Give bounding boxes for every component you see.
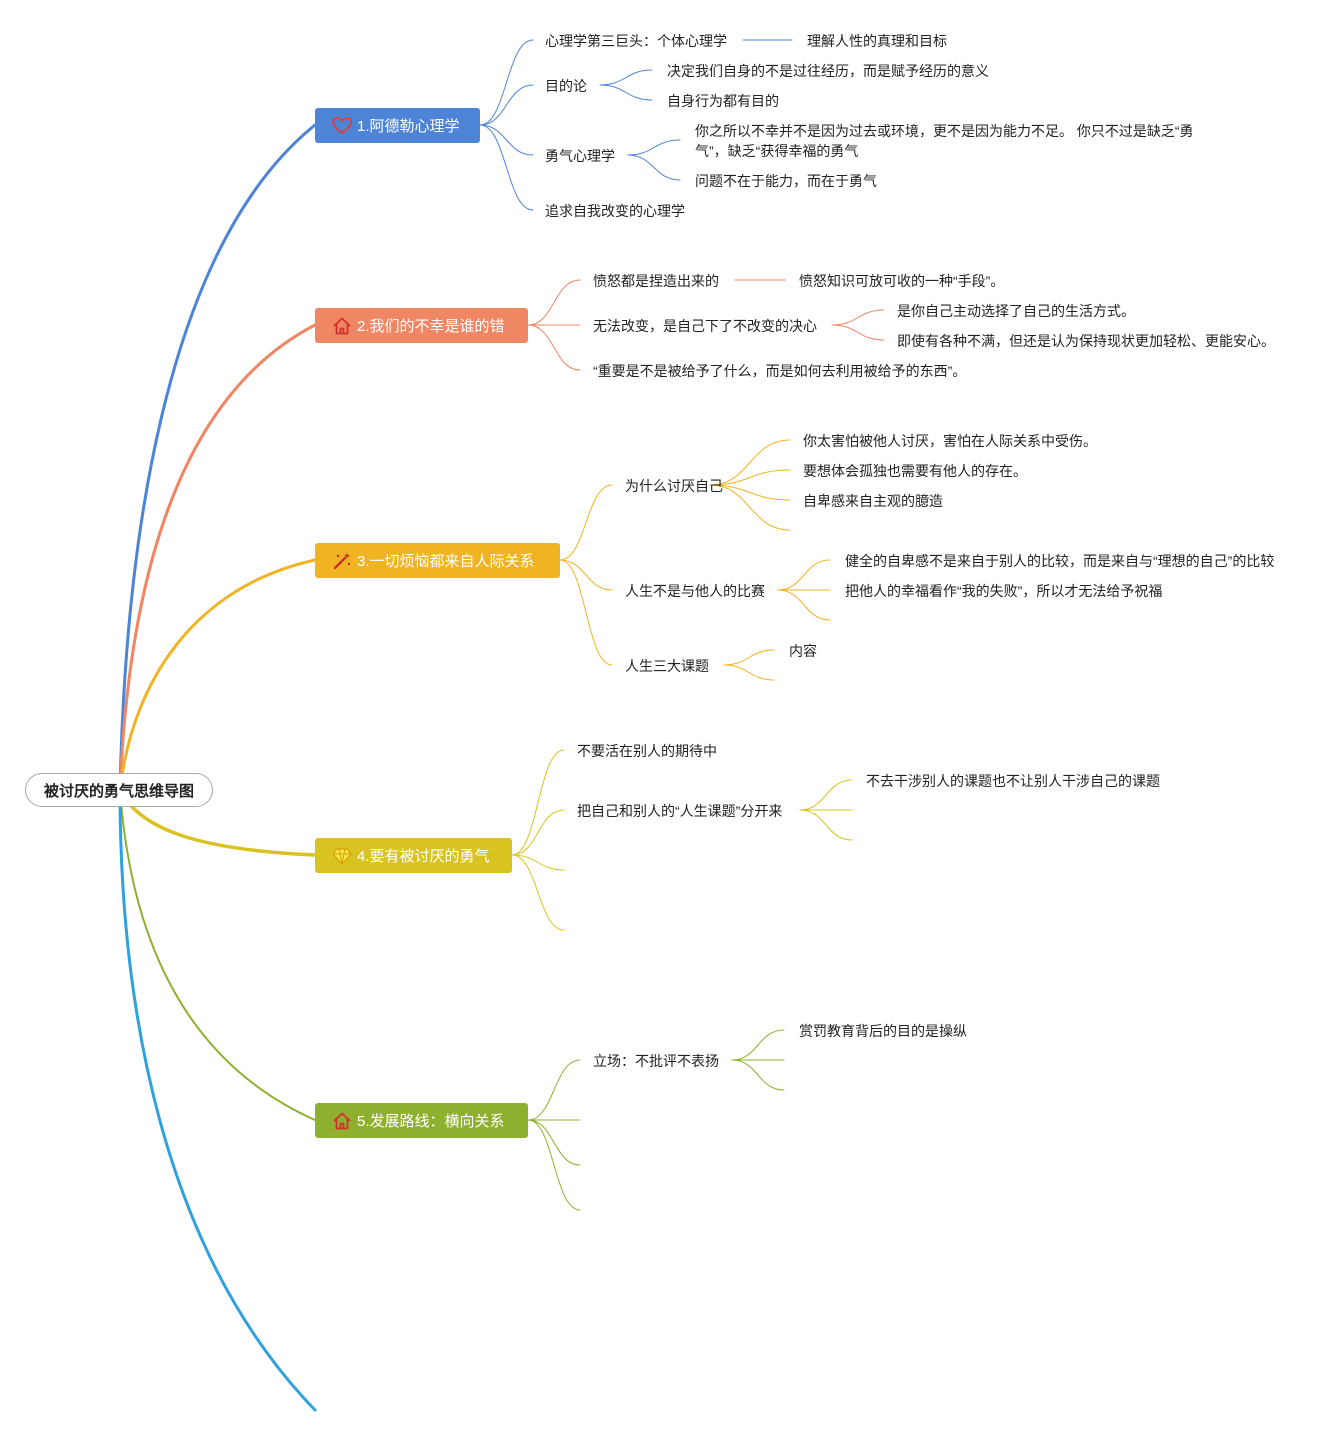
house-icon	[331, 1110, 353, 1132]
leaf-topic[interactable]: 赏罚教育背后的目的是操纵	[799, 1023, 967, 1039]
house-icon	[331, 315, 353, 337]
leaf-topic[interactable]: 是你自己主动选择了自己的生活方式。	[897, 303, 1135, 319]
branch-connector	[479, 124, 534, 156]
branch-connector	[511, 854, 565, 931]
main-topic-1[interactable]: 1.阿德勒心理学	[315, 108, 480, 143]
subtopic[interactable]: 无法改变，是自己下了不改变的决心	[593, 318, 817, 334]
leaf-topic[interactable]: 健全的自卑感不是来自于别人的比较，而是来自与“理想的自己”的比较	[845, 553, 1275, 569]
main-connector-2	[118, 323, 317, 792]
subtopic[interactable]: 把自己和别人的“人生课题”分开来	[577, 803, 783, 819]
leaf-topic[interactable]: 自身行为都有目的	[667, 93, 779, 109]
leaf-topic[interactable]: 把他人的幸福看作“我的失败”，所以才无法给予祝福	[845, 583, 1163, 599]
main-topic-3[interactable]: 3.一切烦恼都来自人际关系	[315, 543, 560, 578]
branch-connector	[731, 1029, 785, 1061]
root-topic[interactable]: 被讨厌的勇气思维导图	[25, 773, 213, 807]
main-topic-5-label: 5.发展路线：横向关系	[357, 1113, 505, 1130]
leaf-topic[interactable]: 你太害怕被他人讨厌，害怕在人际关系中受伤。	[803, 433, 1097, 449]
main-connector-1	[118, 123, 317, 792]
branch-connector	[709, 484, 791, 501]
leaf-topic[interactable]: 内容	[789, 643, 817, 659]
branch-connector	[599, 84, 653, 101]
branch-connector	[527, 1119, 581, 1166]
branch-connector	[709, 439, 791, 486]
main-topic-1-label: 1.阿德勒心理学	[357, 118, 460, 135]
magic-wand-icon	[331, 550, 353, 572]
leaf-topic[interactable]: 决定我们自身的不是过往经历，而是赋予经历的意义	[667, 63, 989, 79]
branch-connector	[511, 854, 565, 871]
branch-connector	[709, 484, 791, 531]
branch-connector	[723, 664, 775, 681]
main-topic-4[interactable]: 4.要有被讨厌的勇气	[315, 838, 512, 873]
branch-connector	[799, 809, 853, 841]
subtopic[interactable]: 人生三大课题	[625, 658, 709, 674]
branch-connector	[831, 324, 885, 341]
main-topic-5[interactable]: 5.发展路线：横向关系	[315, 1103, 528, 1138]
leaf-topic[interactable]: 即使有各种不满，但还是认为保持现状更加轻松、更能安心。	[897, 333, 1275, 349]
main-topic-3-label: 3.一切烦恼都来自人际关系	[357, 553, 535, 570]
diamond-icon	[331, 845, 353, 867]
branch-connector	[831, 309, 885, 326]
leaf-topic[interactable]: 问题不在于能力，而在于勇气	[695, 173, 877, 189]
main-topic-2[interactable]: 2.我们的不幸是谁的错	[315, 308, 528, 343]
subtopic[interactable]: 立场：不批评不表扬	[593, 1053, 719, 1069]
branch-connector	[799, 779, 853, 811]
branch-connector	[527, 1059, 581, 1121]
subtopic[interactable]: 不要活在别人的期待中	[577, 743, 717, 759]
branch-connector	[777, 589, 831, 621]
branch-connector	[559, 484, 613, 561]
branch-connector	[627, 154, 681, 181]
branch-connector	[559, 559, 613, 591]
branch-connector	[511, 809, 565, 856]
subtopic[interactable]: 愤怒都是捏造出来的	[593, 273, 719, 289]
branch-connector	[731, 1059, 785, 1091]
subtopic[interactable]: 心理学第三巨头：个体心理学	[545, 33, 727, 49]
subtopic[interactable]: 追求自我改变的心理学	[545, 203, 685, 219]
main-connector-3	[118, 558, 317, 792]
leaf-topic[interactable]: 要想体会孤独也需要有他人的存在。	[803, 463, 1027, 479]
branch-connector	[527, 1119, 581, 1211]
subtopic[interactable]: 为什么讨厌自己	[625, 478, 723, 494]
subtopic[interactable]: 勇气心理学	[545, 148, 615, 164]
leaf-topic[interactable]: 愤怒知识可放可收的一种“手段”。	[799, 273, 1005, 289]
branch-connector	[511, 749, 565, 856]
root-topic-label: 被讨厌的勇气思维导图	[43, 782, 194, 800]
branch-connector	[527, 279, 581, 326]
main-connector-5	[119, 789, 316, 1121]
subtopic[interactable]: 目的论	[545, 78, 587, 94]
main-connector-6	[118, 788, 317, 1412]
subtopic[interactable]: 人生不是与他人的比赛	[625, 583, 765, 599]
branch-connector	[559, 559, 613, 666]
leaf-topic[interactable]: 自卑感来自主观的臆造	[803, 493, 943, 509]
branch-connector	[479, 124, 534, 211]
main-topic-4-label: 4.要有被讨厌的勇气	[357, 848, 490, 865]
branch-connector	[627, 139, 681, 156]
subtopic[interactable]: “重要是不是被给予了什么，而是如何去利用被给予的东西”。	[593, 363, 967, 379]
branch-connector	[709, 469, 791, 486]
branch-connector	[479, 84, 534, 126]
leaf-topic[interactable]: 理解人性的真理和目标	[807, 33, 947, 49]
branch-connector	[527, 324, 581, 371]
branch-connector	[479, 39, 534, 126]
leaf-topic[interactable]: 你之所以不幸并不是因为过去或环境，更不是因为能力不足。 你只不过是缺乏“勇气”，…	[695, 123, 1194, 159]
leaf-topic[interactable]: 不去干涉别人的课题也不让别人干涉自己的课题	[866, 773, 1160, 789]
main-topic-2-label: 2.我们的不幸是谁的错	[357, 318, 505, 335]
branch-connector	[599, 69, 653, 86]
heart-icon	[331, 115, 353, 137]
branch-connector	[777, 559, 831, 591]
branch-connector	[723, 649, 775, 666]
